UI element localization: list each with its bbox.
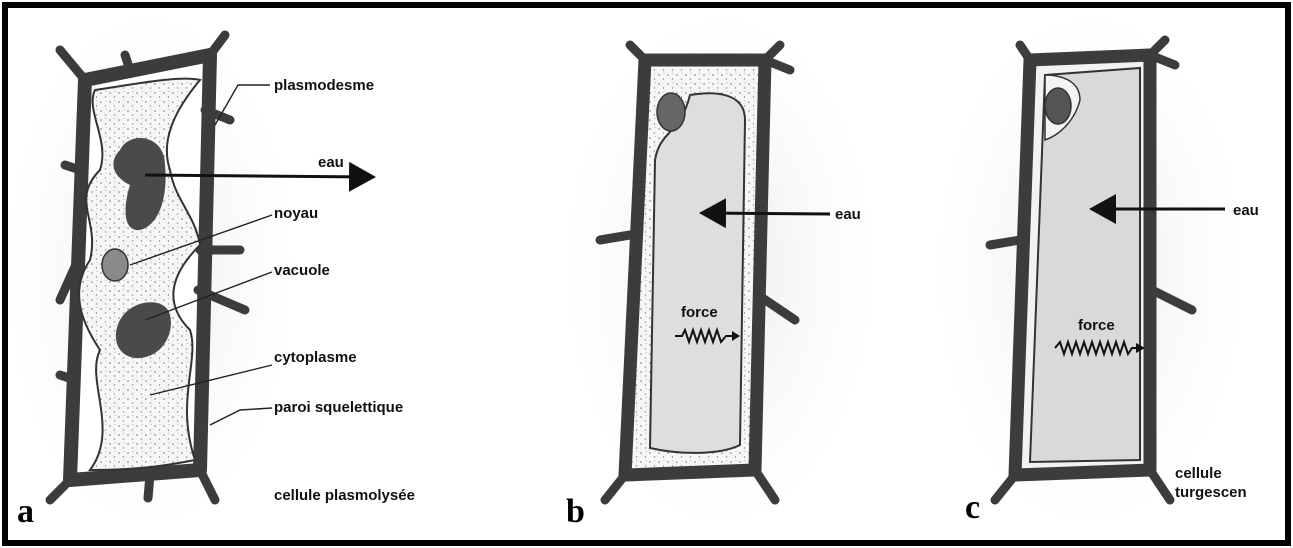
label-force-b: force <box>681 304 718 321</box>
caption-c-line1: cellule <box>1175 465 1222 482</box>
panel-b-water-arrow <box>705 213 830 214</box>
label-eau-b: eau <box>835 206 861 223</box>
panel-b-nucleus <box>657 93 685 131</box>
panel-a-water-arrow <box>145 175 370 177</box>
label-eau-a: eau <box>318 154 344 171</box>
caption-a: cellule plasmolysée <box>274 487 415 504</box>
label-force-c: force <box>1078 317 1115 334</box>
panel-b-vacuole <box>650 93 745 453</box>
caption-c-line2: turgescen <box>1175 484 1247 501</box>
panel-letter-b: b <box>566 493 585 530</box>
panel-letter-a: a <box>17 493 34 530</box>
label-cytoplasme: cytoplasme <box>274 349 357 366</box>
label-plasmodesme: plasmodesme <box>274 77 374 94</box>
label-eau-c: eau <box>1233 202 1259 219</box>
label-paroi: paroi squelettique <box>274 399 403 416</box>
label-vacuole: vacuole <box>274 262 330 279</box>
label-noyau: noyau <box>274 205 318 222</box>
panel-a-nucleus <box>102 249 128 281</box>
panel-c-nucleus <box>1045 88 1071 124</box>
panel-letter-c: c <box>965 489 980 526</box>
